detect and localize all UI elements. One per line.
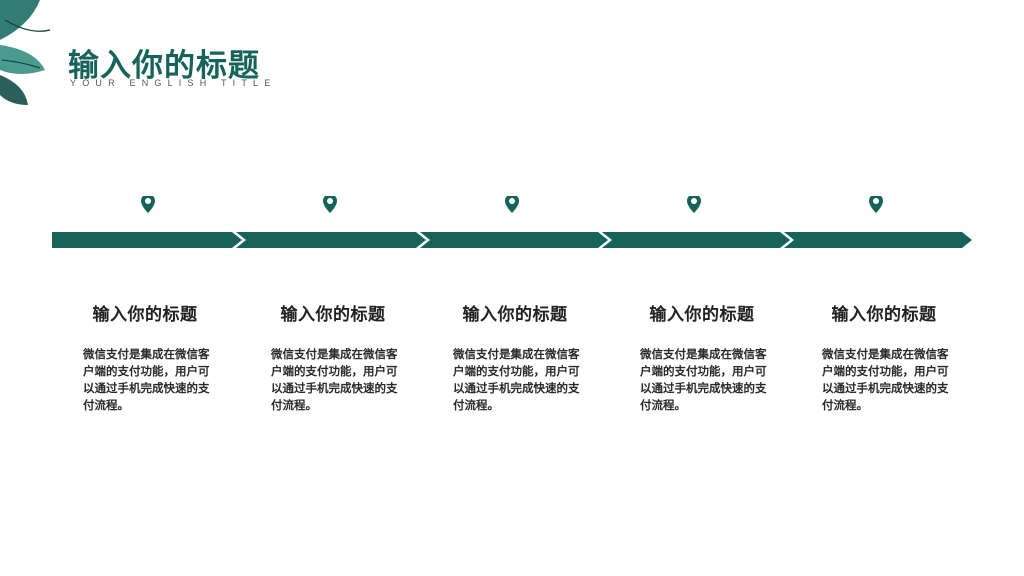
- page-title: 输入你的标题: [68, 48, 260, 84]
- location-pin-icon: [323, 196, 337, 213]
- timeline-step-3: 输入你的标题 微信支付是集成在微信客户端的支付功能，用户可以通过手机完成快速的支…: [440, 300, 590, 414]
- timeline-step-2: 输入你的标题 微信支付是集成在微信客户端的支付功能，用户可以通过手机完成快速的支…: [258, 300, 408, 414]
- timeline-segment-1: [52, 232, 242, 248]
- leaf-decoration: [0, 0, 51, 105]
- step-title: 输入你的标题: [831, 305, 937, 325]
- step-title: 输入你的标题: [280, 305, 386, 325]
- location-pin-icon: [141, 196, 155, 213]
- location-pin-icon: [687, 196, 701, 213]
- step-title: 输入你的标题: [92, 305, 198, 325]
- step-body: 微信支付是集成在微信客户端的支付功能，用户可以通过手机完成快速的支付流程。: [271, 347, 398, 412]
- location-pin-icon: [505, 196, 519, 213]
- timeline-segment-4: [602, 232, 790, 248]
- page-subtitle: YOUR ENGLISH TITLE: [70, 78, 277, 88]
- step-body: 微信支付是集成在微信客户端的支付功能，用户可以通过手机完成快速的支付流程。: [822, 347, 949, 412]
- step-body: 微信支付是集成在微信客户端的支付功能，用户可以通过手机完成快速的支付流程。: [640, 347, 767, 412]
- timeline-step-5: 输入你的标题 微信支付是集成在微信客户端的支付功能，用户可以通过手机完成快速的支…: [809, 300, 959, 414]
- timeline-segment-3: [420, 232, 608, 248]
- timeline-arrow-bar: [52, 196, 972, 248]
- timeline-step-1: 输入你的标题 微信支付是集成在微信客户端的支付功能，用户可以通过手机完成快速的支…: [70, 300, 220, 414]
- timeline-step-4: 输入你的标题 微信支付是集成在微信客户端的支付功能，用户可以通过手机完成快速的支…: [627, 300, 777, 414]
- location-pin-icon: [869, 196, 883, 213]
- step-body: 微信支付是集成在微信客户端的支付功能，用户可以通过手机完成快速的支付流程。: [83, 347, 210, 412]
- timeline-segment-5: [784, 232, 972, 248]
- step-title: 输入你的标题: [462, 305, 568, 325]
- step-body: 微信支付是集成在微信客户端的支付功能，用户可以通过手机完成快速的支付流程。: [453, 347, 580, 412]
- step-title: 输入你的标题: [649, 305, 755, 325]
- timeline-segment-2: [236, 232, 426, 248]
